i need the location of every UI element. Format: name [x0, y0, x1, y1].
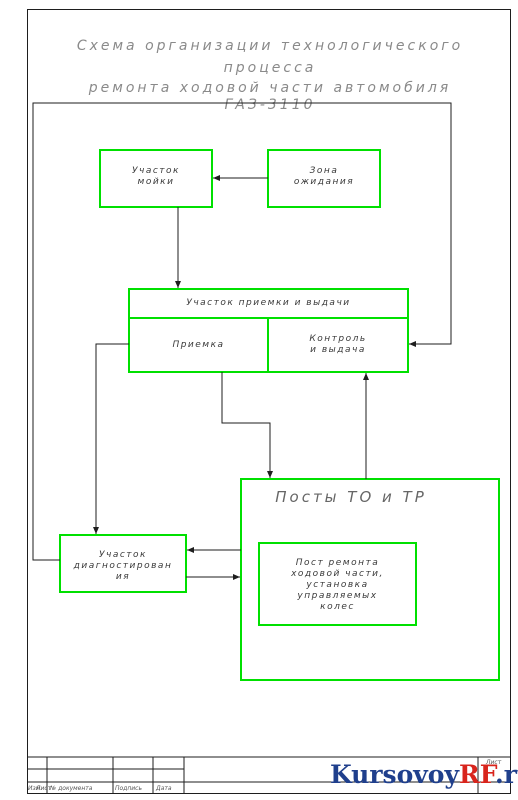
arrow-reception-to-diagnostics: [93, 343, 129, 534]
waiting-label-line-1: Зона: [309, 166, 339, 176]
stamp-label-signature: Подпись: [115, 785, 142, 792]
brand-main: Kursovoy: [330, 760, 460, 789]
diagram-title-line-3: ремонта ходовой части автомобиля: [88, 80, 452, 96]
brand-tail: .ru: [495, 760, 518, 789]
sheet-frame: [27, 9, 511, 794]
repair-post-label-line-1: Пост ремонта: [295, 558, 380, 568]
repair-post-label-line-4: управляемых: [297, 591, 378, 601]
diagram-title-line-2: процесса: [223, 60, 317, 76]
diagram-title-line-1: Схема организации технологического: [76, 38, 464, 54]
stamp-label-date: Дата: [156, 785, 172, 792]
diagram-title-line-4: ГАЗ-3110: [224, 97, 316, 113]
control-label-line-2: и выдача: [310, 345, 366, 355]
diagnostics-label-line-2: диагностирован: [73, 561, 173, 571]
repair-post-label-line-2: ходовой части,: [291, 569, 384, 579]
diagnostics-label: Участок диагностирован ия: [60, 550, 186, 583]
stamp-label-sheet: Лист: [36, 785, 52, 792]
washing-box: [99, 149, 213, 208]
brand-accent: RF: [459, 760, 496, 789]
washing-label-line-1: Участок: [132, 166, 180, 176]
repair-post-box: [258, 542, 417, 626]
diagnostics-label-line-1: Участок: [99, 550, 147, 560]
washing-label: Участок мойки: [100, 166, 212, 188]
stamp-sheet-label: Лист: [486, 759, 502, 766]
reception-header-label: Участок приемки и выдачи: [186, 298, 351, 308]
stamp-label-change: Изм.: [28, 785, 43, 792]
repair-post-label: Пост ремонта ходовой части, установка уп…: [259, 558, 416, 613]
posts-box: [240, 478, 500, 681]
diagnostics-box: [59, 534, 187, 593]
stamp-label-document: № документа: [50, 785, 93, 792]
control-label: Контроль и выдача: [268, 334, 408, 356]
reception-label: Приемка: [172, 340, 225, 350]
diagnostics-label-line-3: ия: [115, 572, 131, 582]
arrow-reception-to-posts: [221, 372, 273, 478]
kursovoyrf-watermark-logo: KursovoyRF.ru: [330, 760, 518, 789]
repair-post-label-line-3: установка: [306, 580, 369, 590]
title-block-grid: [27, 756, 511, 794]
repair-post-label-line-5: колес: [320, 602, 355, 612]
arrow-diagnostics-to-control: [32, 102, 452, 561]
waiting-label: Зона ожидания: [268, 166, 380, 188]
waiting-label-line-2: ожидания: [293, 177, 355, 187]
washing-label-line-2: мойки: [137, 177, 175, 187]
posts-label: Посты ТО и ТР: [275, 488, 427, 506]
control-label-line-1: Контроль: [309, 334, 367, 344]
